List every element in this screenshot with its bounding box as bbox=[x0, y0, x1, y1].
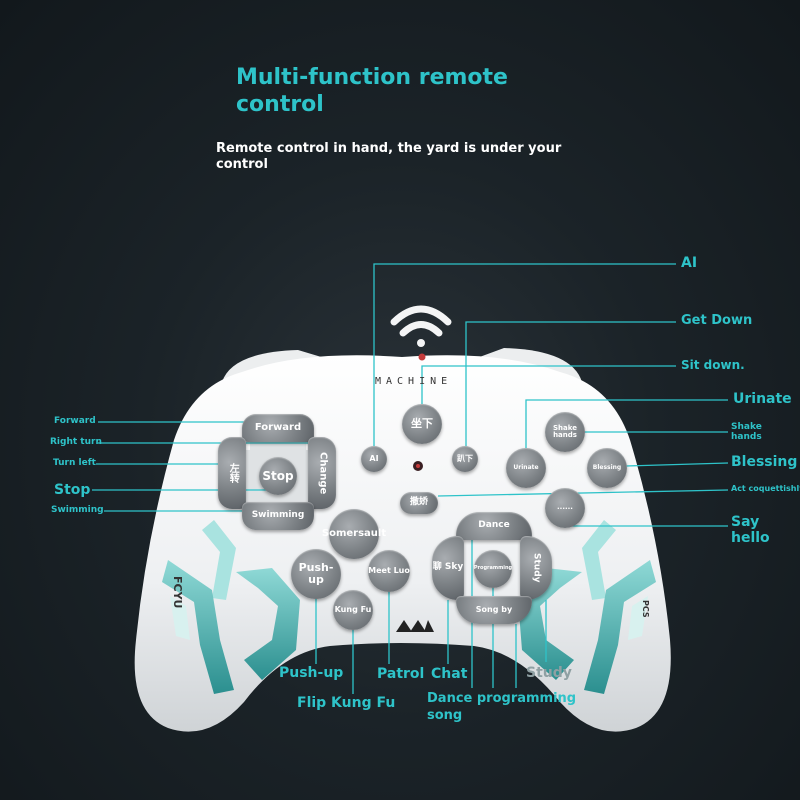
chat-sky-button[interactable]: 聊 Sky bbox=[432, 536, 464, 600]
callout-push-up: Push-up bbox=[279, 665, 344, 681]
dpad-change-button[interactable]: Change bbox=[308, 437, 336, 509]
callout-turn-left: Turn left bbox=[53, 458, 96, 468]
status-led bbox=[418, 353, 426, 361]
down-button[interactable]: 趴下 bbox=[452, 446, 478, 472]
left-grip-accent bbox=[162, 520, 300, 694]
say-hello-button[interactable]: ...... bbox=[545, 488, 585, 528]
leader-ai bbox=[373, 263, 676, 458]
callout-blessing: Blessing bbox=[731, 454, 798, 470]
callout-study: Study bbox=[526, 665, 572, 681]
programming-button[interactable]: Programming bbox=[474, 550, 512, 588]
callout-flip-kung-fu: Flip Kung Fu bbox=[297, 695, 396, 711]
callout-forward: Forward bbox=[54, 416, 96, 426]
page-subtitle: Remote control in hand, the yard is unde… bbox=[216, 141, 562, 172]
dpad-left-button[interactable]: 左转 bbox=[218, 437, 246, 509]
wifi-icon bbox=[390, 305, 452, 347]
song-by-button[interactable]: Song by bbox=[456, 596, 532, 624]
coquettish-button[interactable]: 撒娇 bbox=[400, 492, 438, 514]
callout-swimming: Swimming bbox=[51, 505, 104, 515]
brand-text: MACHINE bbox=[375, 376, 453, 387]
sit-button[interactable]: 坐下 bbox=[402, 404, 442, 444]
meet-luo-button[interactable]: Meet Luo bbox=[368, 550, 410, 592]
leader-sit-down bbox=[421, 365, 676, 404]
leader-get-down bbox=[465, 321, 676, 458]
side-mark-right: PCS bbox=[641, 600, 650, 618]
callout-get-down: Get Down bbox=[681, 313, 753, 328]
callout-stop: Stop bbox=[54, 482, 91, 498]
leader-blessing bbox=[625, 462, 729, 467]
callout-right-turn: Right turn bbox=[50, 437, 102, 447]
ai-button[interactable]: AI bbox=[361, 446, 387, 472]
push-up-button[interactable]: Push-up bbox=[291, 549, 341, 599]
study-button[interactable]: Study bbox=[520, 536, 552, 600]
callout-dance-programming-song: Dance programming song bbox=[427, 691, 577, 723]
callout-ai: AI bbox=[681, 255, 698, 271]
callout-sit-down: Sit down. bbox=[681, 358, 745, 372]
urinate-button[interactable]: Urinate bbox=[506, 448, 546, 488]
callout-chat: Chat bbox=[431, 666, 468, 682]
kung-fu-button[interactable]: Kung Fu bbox=[333, 590, 373, 630]
leader-act-coquettishly bbox=[437, 489, 729, 497]
somersault-button[interactable]: Somersault bbox=[322, 509, 386, 559]
leader-urinate bbox=[525, 399, 728, 448]
brand-logo bbox=[396, 620, 434, 632]
dpad-stop-button[interactable]: Stop bbox=[259, 457, 297, 495]
page-title: Multi-function remote control bbox=[236, 65, 508, 117]
callout-urinate: Urinate bbox=[733, 391, 792, 407]
dpad-swimming-button[interactable]: Swimming bbox=[242, 502, 314, 530]
callout-shake-hands: Shake hands bbox=[731, 422, 762, 442]
dpad-forward-button[interactable]: Forward bbox=[242, 414, 314, 442]
shake-hands-button[interactable]: Shake hands bbox=[545, 412, 585, 452]
blessing-button[interactable]: Blessing bbox=[587, 448, 627, 488]
callout-say-hello: Say hello bbox=[731, 514, 770, 546]
callout-act-coquettishly: Act coquettishly bbox=[731, 484, 800, 493]
side-mark-left: FCYU bbox=[171, 576, 184, 609]
dance-button[interactable]: Dance bbox=[456, 512, 532, 540]
callout-patrol: Patrol bbox=[377, 666, 425, 682]
